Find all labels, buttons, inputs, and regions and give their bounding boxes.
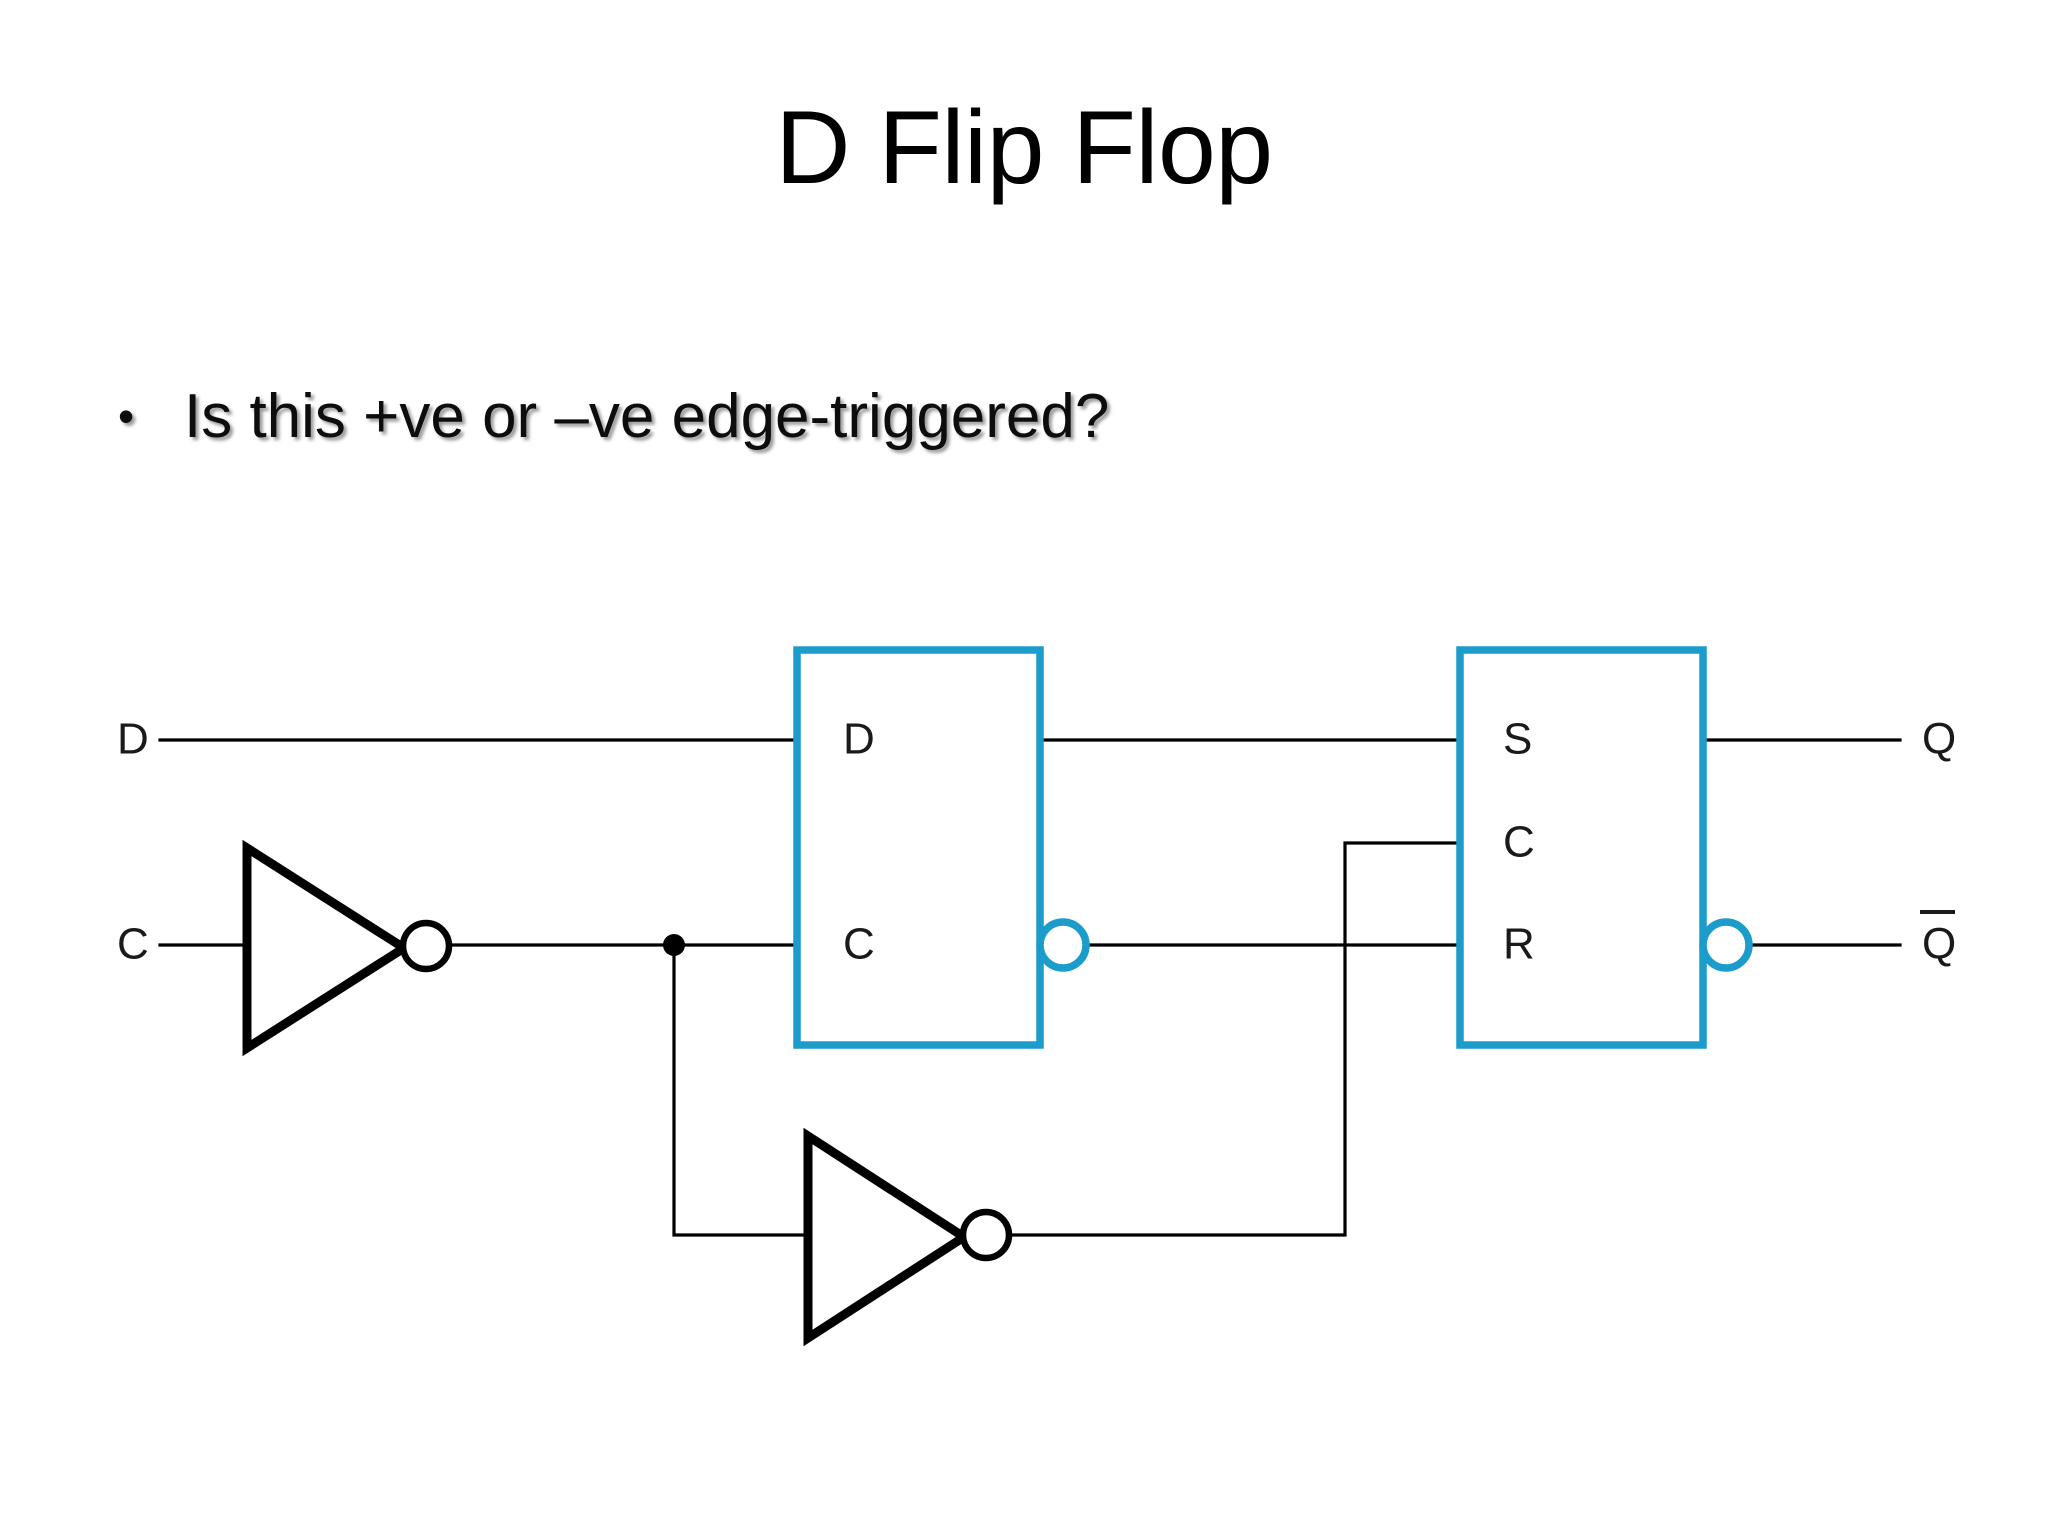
wire-clock-branch-down [672,943,810,1237]
clock-inverter-1 [242,839,413,1057]
input-d-label: D [117,715,149,764]
latch2-pin-r: R [1503,920,1535,969]
latch1-pin-d: D [843,715,875,764]
wire-clock-feedback [1007,841,1462,1237]
sr-latch-block[interactable] [1456,646,1707,1049]
clock-fanout-junction [663,934,685,956]
latch2-pin-c: C [1503,818,1535,867]
sr-latch-inverted-output-bubble-icon [1699,918,1753,972]
latch2-pin-s: S [1503,715,1532,764]
output-q-label: Q [1922,715,1956,764]
clock-inverter-2-bubble-icon [959,1208,1013,1262]
bullet-list: • Is this +ve or –ve edge-triggered? [118,382,1818,451]
clock-inverter-2 [803,1127,973,1347]
bullet-marker-icon: • [118,390,135,442]
d-latch-block[interactable] [793,646,1044,1049]
input-c-label: C [117,920,149,969]
page-title: D Flip Flop [775,90,1273,206]
output-q-bar-label: Q [1922,920,1956,969]
latch1-pin-c: C [843,920,875,969]
bullet-item-label: Is this +ve or –ve edge-triggered? [184,382,1110,451]
list-item: • Is this +ve or –ve edge-triggered? [118,382,1818,451]
clock-inverter-1-bubble-icon [399,919,453,973]
d-latch-inverted-output-bubble-icon [1036,918,1090,972]
